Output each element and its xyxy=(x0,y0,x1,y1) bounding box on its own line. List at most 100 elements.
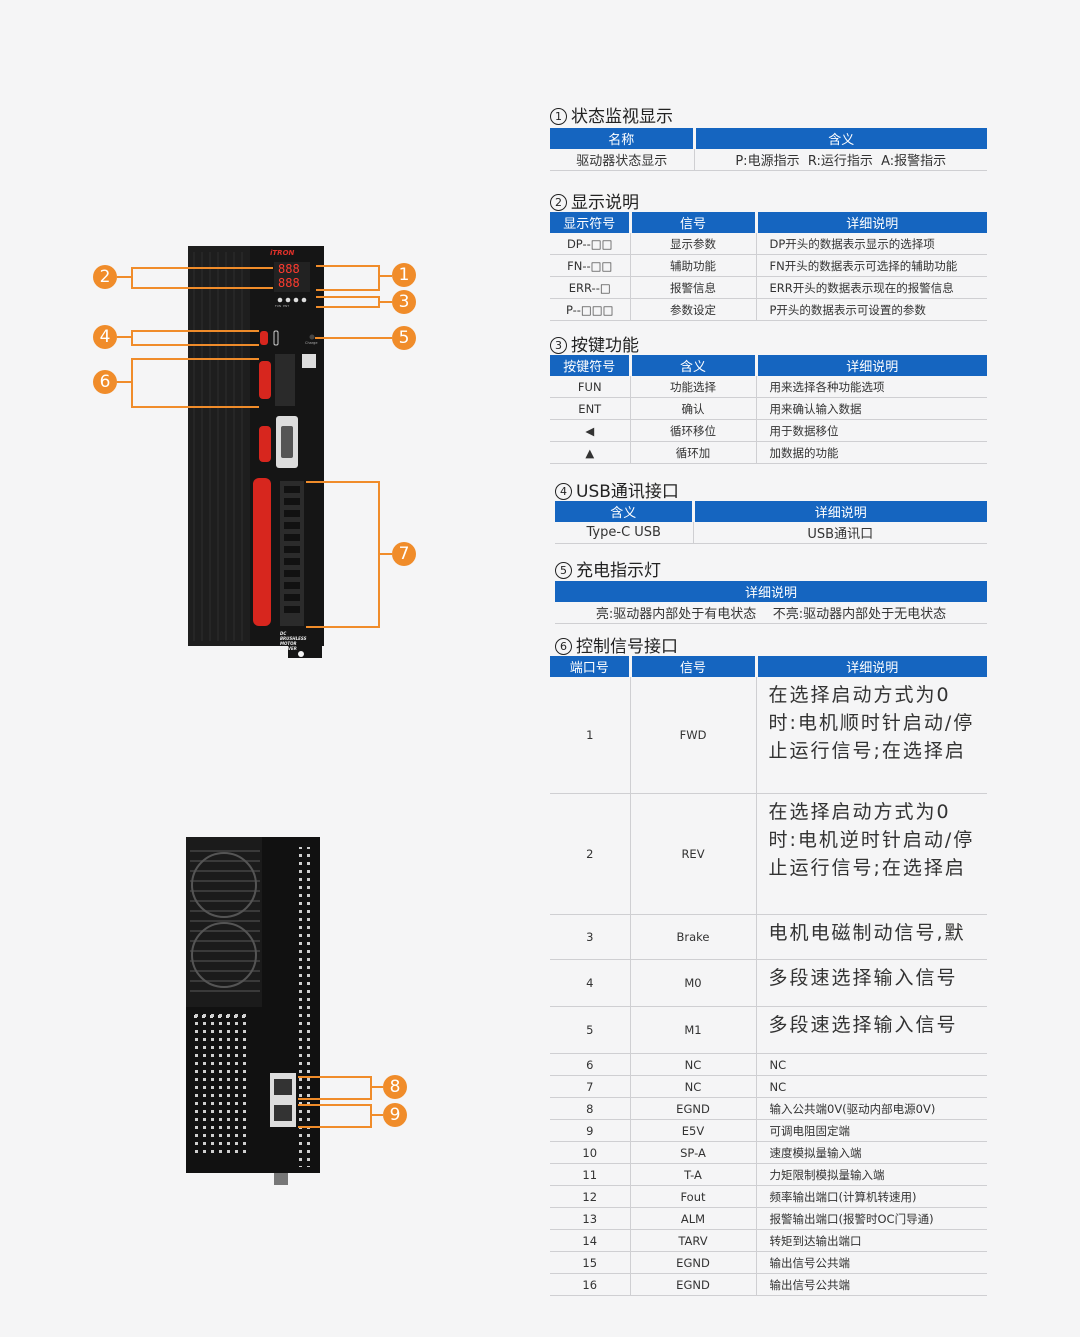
cell: 用来确认输入数据 xyxy=(756,397,987,420)
cell: 7 xyxy=(550,1075,631,1098)
col-header: 详细说明 xyxy=(555,581,987,602)
cell: T-A xyxy=(630,1163,757,1186)
cell: 参数设定 xyxy=(630,298,757,321)
cell: 频率输出端口(计算机转速用) xyxy=(756,1185,987,1208)
cell: 速度模拟量输入端 xyxy=(756,1141,987,1164)
cell: ENT xyxy=(550,397,631,420)
leader-5 xyxy=(315,337,392,339)
cell: 5 xyxy=(550,1006,631,1054)
cell: EGND xyxy=(630,1273,757,1296)
section-2-title-text: 显示说明 xyxy=(571,193,639,213)
leader-1 xyxy=(380,275,392,277)
cell: M1 xyxy=(630,1006,757,1054)
col-header: 名称 xyxy=(550,128,696,149)
driver-front-illustration xyxy=(188,246,324,658)
cell: Type-C USB xyxy=(555,522,694,544)
cell: NC xyxy=(756,1075,987,1098)
table-row: ◀循环移位用于数据移位 xyxy=(550,419,987,442)
cell: 14 xyxy=(550,1229,631,1252)
cell: Brake xyxy=(630,914,757,960)
driver-side-illustration xyxy=(186,837,320,1185)
cell: REV xyxy=(630,793,757,915)
table-row: Type-C USB USB通讯口 xyxy=(555,522,987,544)
cell: FWD xyxy=(630,677,757,794)
brand-logo: iTRON xyxy=(270,249,295,257)
cell: 用于数据移位 xyxy=(756,419,987,442)
callout-8: 8 xyxy=(383,1075,407,1099)
col-header: 端口号 xyxy=(550,656,632,677)
cell: 功能选择 xyxy=(630,376,757,398)
cell: EGND xyxy=(630,1251,757,1274)
col-header: 信号 xyxy=(630,656,758,677)
callout-1: 1 xyxy=(392,263,416,287)
col-header: 详细说明 xyxy=(756,656,987,677)
keypad-label: FUN ENT xyxy=(275,304,290,308)
cell: ◀ xyxy=(550,419,631,442)
cell: 8 xyxy=(550,1097,631,1120)
leader-2 xyxy=(117,276,131,278)
cell: 多段速选择输入信号 xyxy=(756,959,987,1007)
cell: 在选择启动方式为0时:电机逆时针启动/停止运行信号;在选择启 xyxy=(756,793,987,915)
cell: 转矩到达输出端口 xyxy=(756,1229,987,1252)
cell: 用来选择各种功能选项 xyxy=(756,376,987,398)
callout-9: 9 xyxy=(383,1103,407,1127)
cell: FUN xyxy=(550,376,631,398)
col-header: 详细说明 xyxy=(693,501,987,522)
section-4-title-text: USB通讯接口 xyxy=(576,482,679,502)
cell: 显示参数 xyxy=(630,233,757,255)
section-5-number: 5 xyxy=(555,562,572,579)
leader-6 xyxy=(117,381,131,383)
bracket-1 xyxy=(316,265,380,291)
cell: 输出信号公共端 xyxy=(756,1273,987,1296)
bracket-6 xyxy=(131,358,259,408)
callout-7: 7 xyxy=(392,542,416,566)
cell: P开头的数据表示可设置的参数 xyxy=(756,298,987,321)
col-header: 含义 xyxy=(630,355,758,376)
callout-6: 6 xyxy=(93,370,117,394)
section-1-title-text: 状态监视显示 xyxy=(571,107,673,127)
bracket-4 xyxy=(131,330,259,346)
col-header: 详细说明 xyxy=(756,212,987,233)
col-header: 信号 xyxy=(630,212,758,233)
table-row: 亮:驱动器内部处于有电状态 不亮:驱动器内部处于无电状态 xyxy=(555,602,987,624)
cell: 2 xyxy=(550,793,631,915)
cell: 13 xyxy=(550,1207,631,1230)
col-header: 详细说明 xyxy=(756,355,987,376)
table-row: ▲循环加加数据的功能 xyxy=(550,441,987,464)
usb-table: 含义详细说明 Type-C USB USB通讯口 xyxy=(555,501,987,544)
leader-9 xyxy=(372,1114,383,1116)
cell: 16 xyxy=(550,1273,631,1296)
cell: NC xyxy=(630,1075,757,1098)
callout-2: 2 xyxy=(93,265,117,289)
cell: 可调电阻固定端 xyxy=(756,1119,987,1142)
cell: DP开头的数据表示显示的选择项 xyxy=(756,233,987,255)
cell: 驱动器状态显示 xyxy=(550,149,695,171)
bracket-8 xyxy=(298,1076,372,1100)
section-5-title-text: 充电指示灯 xyxy=(576,561,661,581)
cell: 确认 xyxy=(630,397,757,420)
model-label: DC BRUSHLESS MOTOR DRIVER xyxy=(280,631,307,651)
cell: 11 xyxy=(550,1163,631,1186)
bracket-9 xyxy=(298,1104,372,1128)
section-6-title-text: 控制信号接口 xyxy=(576,637,678,657)
cell: 4 xyxy=(550,959,631,1007)
cell: Fout xyxy=(630,1185,757,1208)
leader-3 xyxy=(380,301,392,303)
cell: E5V xyxy=(630,1119,757,1142)
cell: ERR开头的数据表示现在的报警信息 xyxy=(756,276,987,299)
